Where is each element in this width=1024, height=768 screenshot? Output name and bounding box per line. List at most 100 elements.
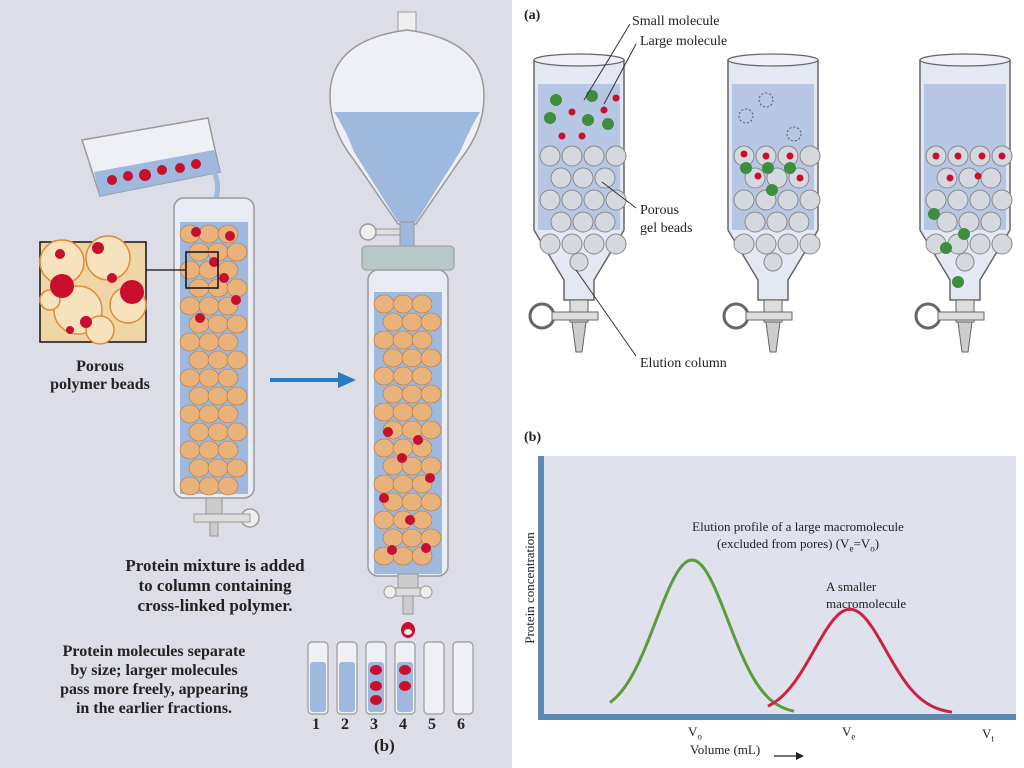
caption2-line1: Protein molecules separate [62, 643, 246, 660]
caption2-line2: by size; larger molecules [70, 662, 238, 679]
small-molecule [754, 172, 762, 180]
porous-gel-line1: Porous [640, 203, 679, 218]
fraction-tube [452, 641, 474, 715]
polymer-bead [392, 330, 414, 350]
fraction-protein [370, 695, 382, 705]
gel-bead [777, 233, 799, 255]
gel-bead [583, 233, 605, 255]
polymer-bead [179, 332, 201, 352]
polymer-bead [373, 438, 395, 458]
protein-molecule [379, 493, 389, 503]
protein-molecule [209, 257, 219, 267]
small-molecule [558, 132, 566, 140]
polymer-bead [198, 404, 220, 424]
stopcock-tip [765, 321, 781, 353]
tick-vt-text: V [982, 726, 992, 741]
caption2-line3: pass more freely, appearing [60, 681, 248, 698]
stopcock-stem [937, 311, 985, 321]
protein-molecule [425, 473, 435, 483]
tube-number-4: 4 [399, 716, 407, 733]
protein-closeup [120, 280, 144, 304]
polymer-bead [382, 528, 404, 548]
protein-closeup [50, 274, 74, 298]
large-molecule-label: Large molecule [640, 34, 728, 49]
small-molecule [786, 152, 794, 160]
gel-bead [799, 189, 821, 211]
polymer-bead [392, 402, 414, 422]
separatory-funnel [329, 11, 485, 263]
gel-bead [755, 233, 777, 255]
large-molecule [940, 242, 952, 254]
fraction-tube [423, 641, 445, 715]
gel-bead [572, 211, 594, 233]
caption1-line3: cross-linked polymer. [137, 596, 293, 615]
annotation-large-text: (excluded from pores) (V [716, 536, 850, 551]
polymer-bead [179, 404, 201, 424]
gel-bead [583, 189, 605, 211]
polymer-bead [373, 294, 395, 314]
fraction-protein [370, 665, 382, 675]
polymer-bead [207, 458, 229, 478]
polymer-bead [373, 474, 395, 494]
polymer-bead [217, 332, 239, 352]
polymer-bead [373, 366, 395, 386]
small-molecule [978, 152, 986, 160]
polymer-bead [198, 440, 220, 460]
pouring-beaker [81, 117, 221, 206]
large-molecule [958, 228, 970, 240]
tube-number-2: 2 [341, 716, 349, 733]
polymer-bead [411, 330, 433, 350]
stopcock-tip [957, 321, 973, 353]
gel-bead [539, 233, 561, 255]
large-molecule [602, 118, 614, 130]
caption1-line1: Protein mixture is added [125, 556, 305, 575]
polymer-bead [401, 312, 423, 332]
gel-bead [955, 252, 975, 272]
small-macromolecule-curve [767, 607, 953, 714]
caption-protein-added: Protein mixture is added to column conta… [60, 556, 370, 616]
gel-bead [744, 211, 766, 233]
polymer-bead [198, 296, 220, 316]
gel-bead [561, 233, 583, 255]
bead-zoom-inset [39, 235, 219, 345]
polymer-bead [420, 420, 442, 440]
bead-closeup [85, 235, 131, 281]
protein-molecule [219, 273, 229, 283]
fraction-protein [370, 681, 382, 691]
fraction-liquid [339, 662, 355, 712]
polymer-bead [198, 476, 220, 496]
elution-column-label: Elution column [640, 356, 727, 371]
small-molecule [600, 106, 608, 114]
gel-column [722, 53, 821, 353]
polymer-bead [411, 294, 433, 314]
gel-bead [980, 211, 1002, 233]
small-molecule [954, 152, 962, 160]
polymer-bead [179, 476, 201, 496]
gel-columns-illustration [528, 23, 1013, 357]
polymer-bead [411, 402, 433, 422]
protein-molecule [397, 453, 407, 463]
gel-bead [583, 145, 605, 167]
large-molecule [766, 184, 778, 196]
polymer-bead [226, 242, 248, 262]
small-molecule [974, 172, 982, 180]
porous-label-line2: polymer beads [50, 376, 150, 393]
protein-molecule [231, 295, 241, 305]
polymer-bead [401, 492, 423, 512]
elution-profile-chart-panel: (b) Protein concentration Volume (mL) El… [512, 420, 1024, 768]
gel-bead [733, 189, 755, 211]
polymer-bead [198, 332, 220, 352]
gel-bead [550, 211, 572, 233]
polymer-bead [401, 384, 423, 404]
stopcock-stem [551, 311, 599, 321]
gel-bead [763, 252, 783, 272]
gel-bead [594, 211, 616, 233]
polymer-bead [226, 350, 248, 370]
tick-ve: Ve [842, 724, 856, 742]
polymer-bead [392, 366, 414, 386]
gel-bead [561, 145, 583, 167]
polymer-bead [382, 312, 404, 332]
right-column [361, 245, 455, 638]
polymer-bead [392, 294, 414, 314]
panel-a-label: (a) [524, 8, 541, 23]
